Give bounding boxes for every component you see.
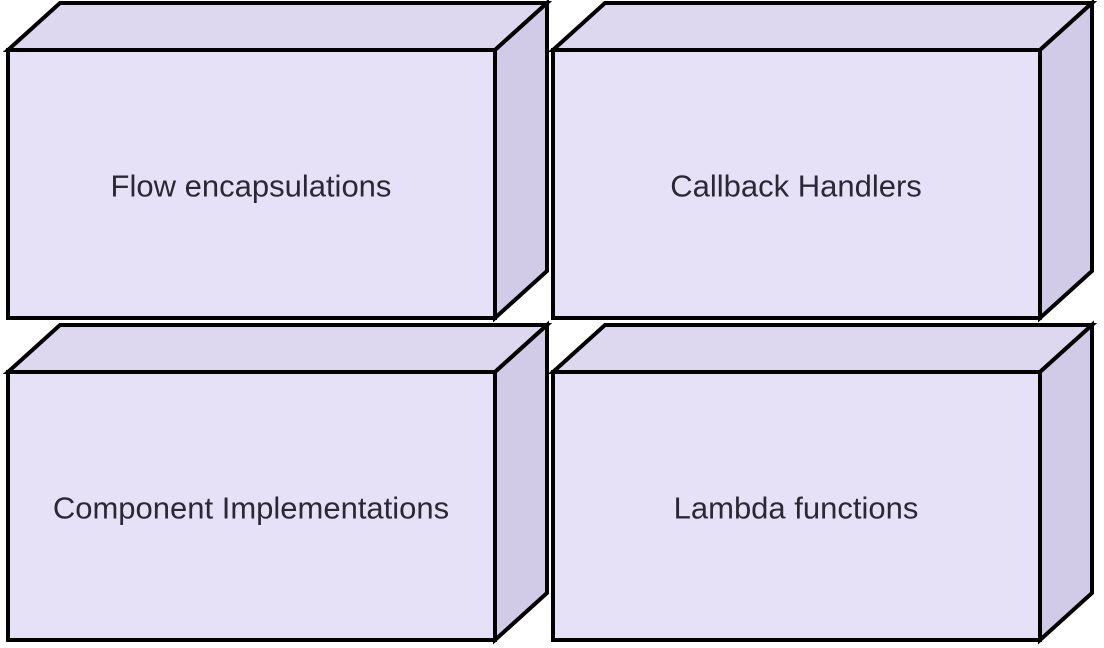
box3d-top-face	[2, 323, 553, 374]
box3d-side-face	[493, 320, 549, 645]
node-flow-encapsulations: Flow encapsulations	[2, 0, 553, 323]
box3d-side-face	[1038, 0, 1094, 323]
box3d-top-face	[547, 323, 1098, 374]
box3d-top-face	[547, 1, 1098, 52]
box3d-top-face	[2, 1, 553, 52]
node-label: Flow encapsulations	[111, 169, 392, 204]
box3d-front-face	[6, 370, 497, 642]
node-label: Lambda functions	[674, 491, 919, 526]
node-label: Component Implementations	[53, 491, 449, 526]
node-label: Callback Handlers	[670, 169, 922, 204]
box3d-front-face	[6, 48, 497, 320]
box3d-front-face	[551, 48, 1042, 320]
node-callback-handlers: Callback Handlers	[547, 0, 1098, 323]
node-component-implementations: Component Implementations	[2, 320, 553, 645]
box3d-side-face	[493, 0, 549, 323]
node-lambda-functions: Lambda functions	[547, 320, 1098, 645]
box3d-side-face	[1038, 320, 1094, 645]
box3d-front-face	[551, 370, 1042, 642]
